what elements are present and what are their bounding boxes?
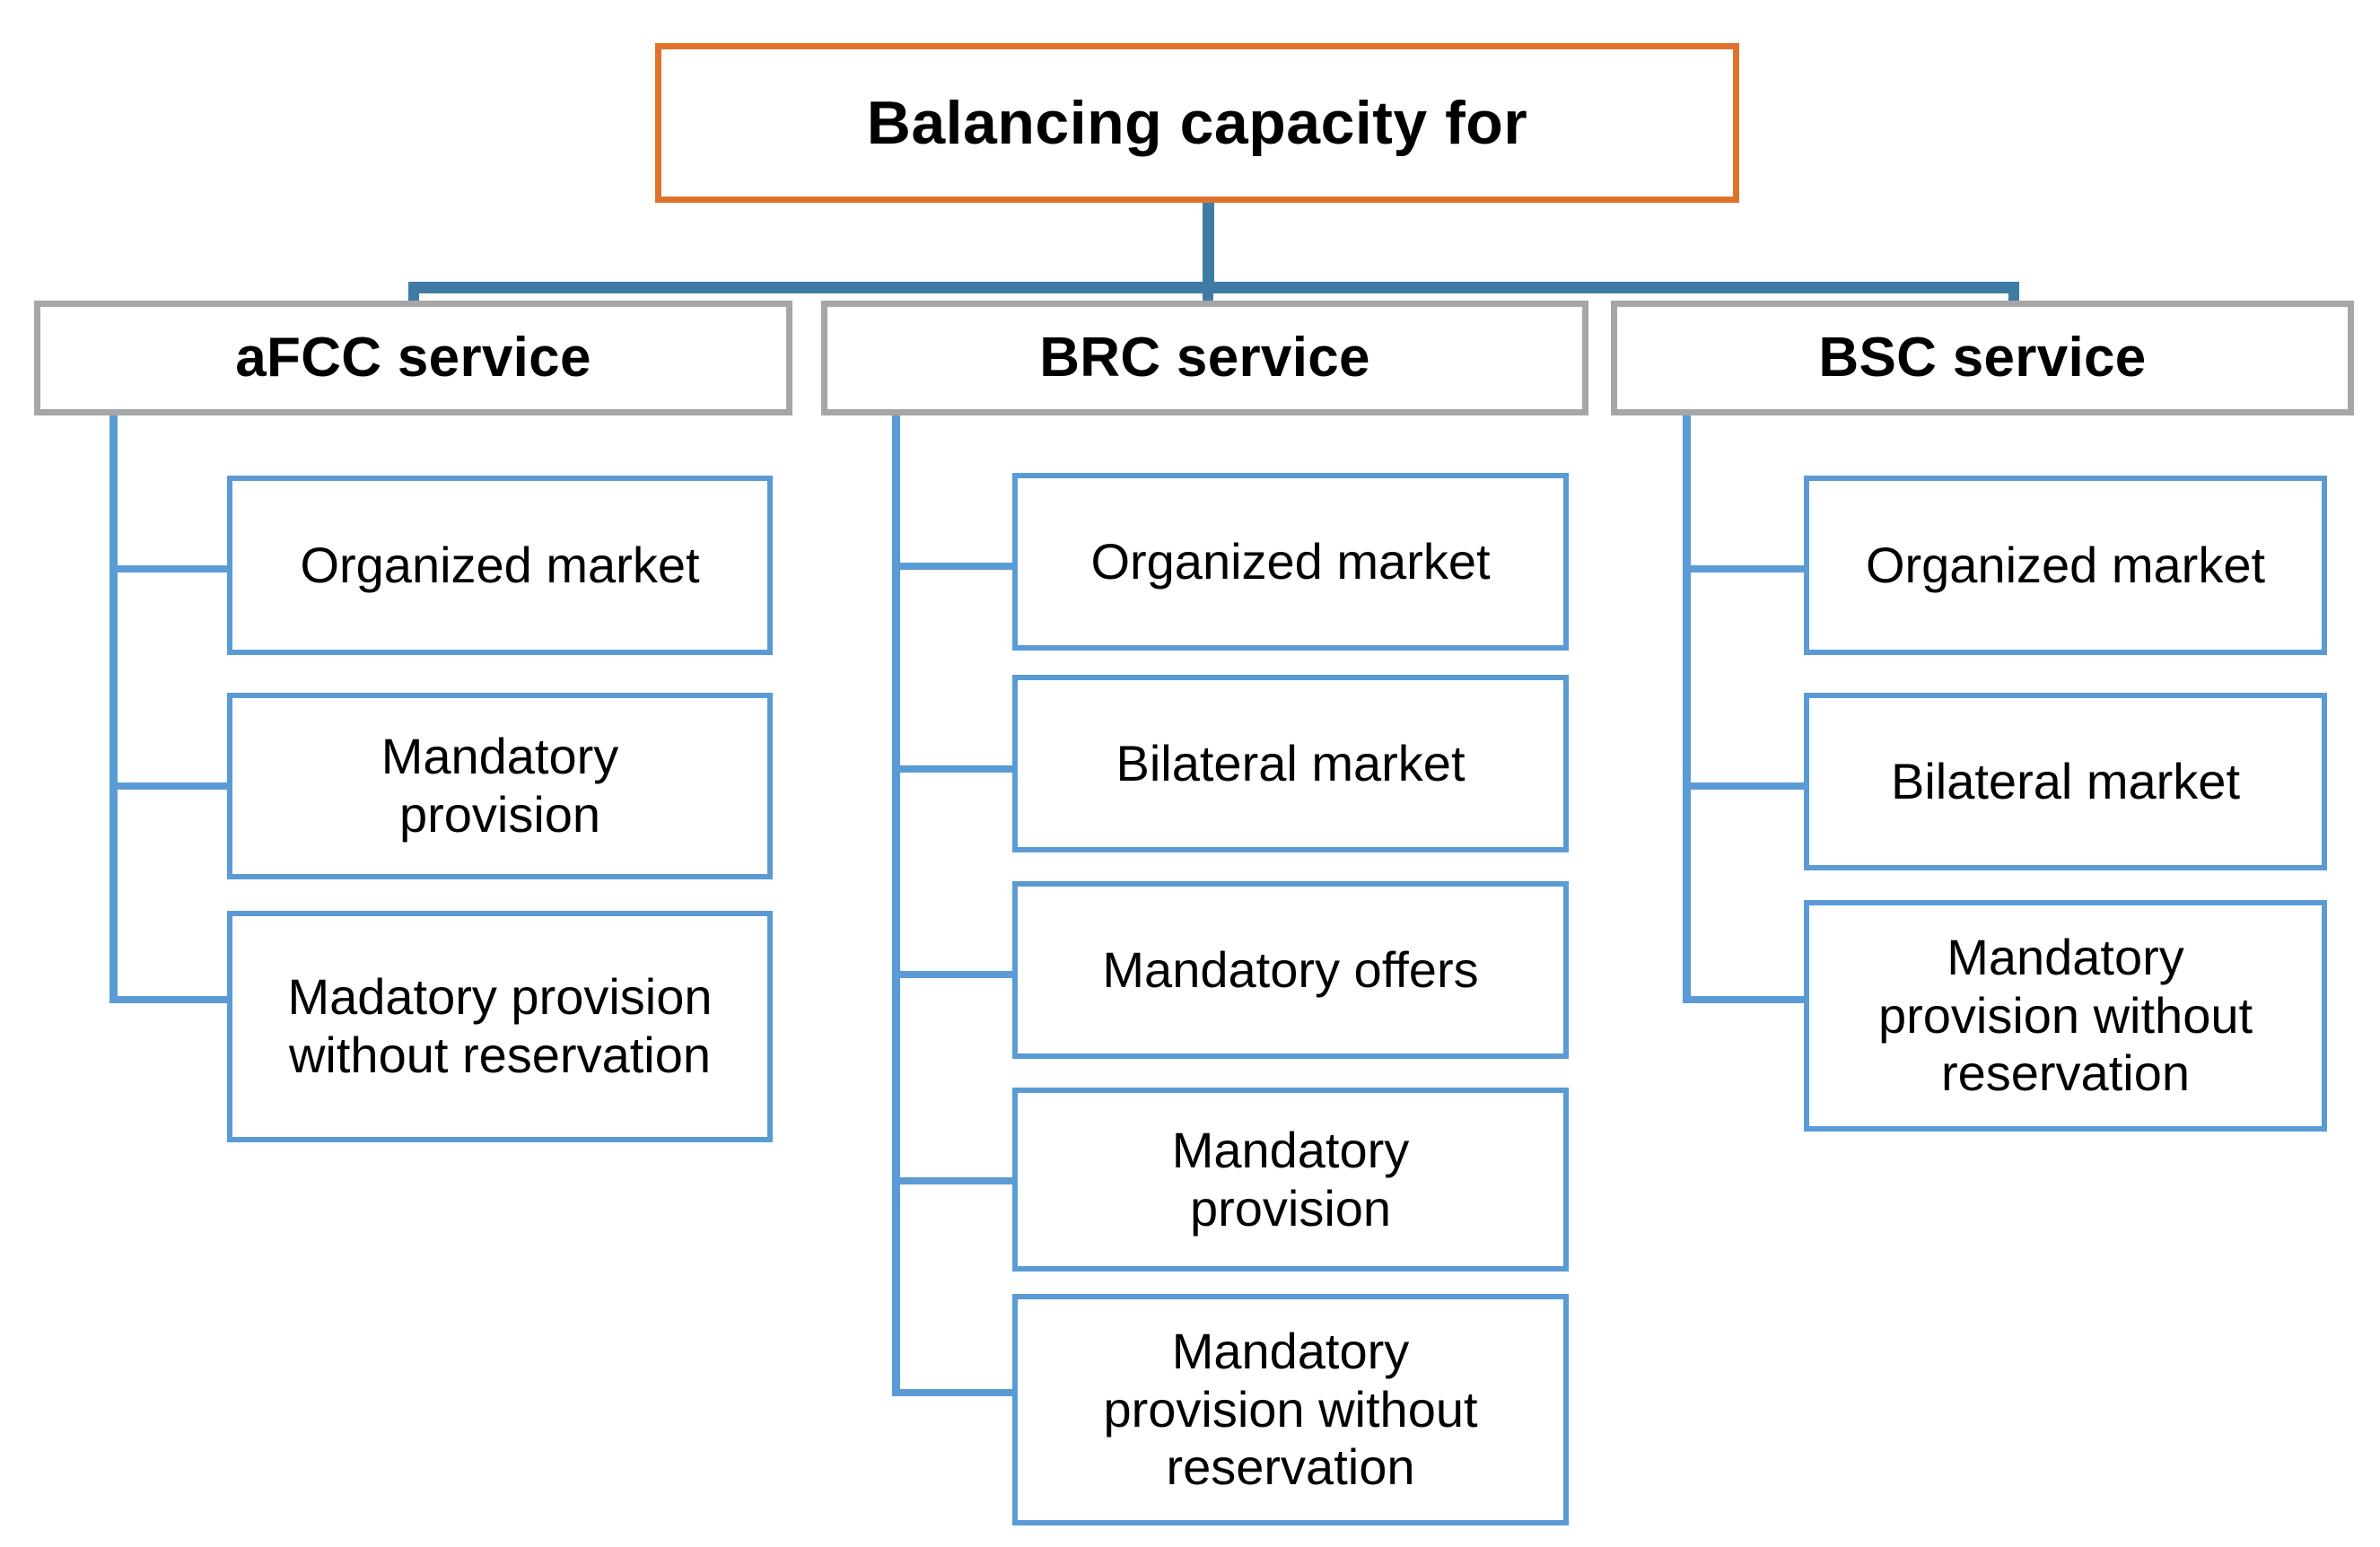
leaf-node-brc-bilateral-market: Bilateral market — [1012, 675, 1569, 852]
root-node-balancing-capacity: Balancing capacity for — [655, 43, 1739, 203]
connector-stub-brc-2 — [892, 765, 1014, 773]
leaf-node-brc-organized-market: Organized market — [1012, 473, 1569, 651]
service-node-bsc: BSC service — [1611, 301, 2354, 415]
leaf-node-bsc-mandatory-provision-without-reservation: Mandatory provision without reservation — [1804, 900, 2327, 1132]
connector-stub-brc-4 — [892, 1177, 1014, 1184]
leaf-node-brc-mandatory-provision: Mandatory provision — [1012, 1088, 1569, 1272]
connector-trunk-bsc — [1683, 415, 1691, 1003]
connector-stub-afcc-3 — [109, 996, 231, 1003]
leaf-node-bsc-organized-market: Organized market — [1804, 476, 2327, 655]
connector-stub-brc-5 — [892, 1389, 1014, 1396]
service-node-brc: BRC service — [821, 301, 1588, 415]
leaf-node-afcc-mandatory-provision: Mandatory provision — [227, 693, 773, 879]
leaf-node-brc-mandatory-provision-without-reservation: Mandatory provision without reservation — [1012, 1294, 1569, 1525]
connector-stub-bsc-1 — [1683, 565, 1807, 572]
connector-root-bus — [408, 282, 2019, 293]
connector-stub-afcc-2 — [109, 782, 231, 790]
connector-stub-bsc-2 — [1683, 782, 1807, 790]
connector-stub-bsc-3 — [1683, 996, 1807, 1003]
connector-stub-brc-1 — [892, 563, 1014, 570]
leaf-node-afcc-organized-market: Organized market — [227, 476, 773, 655]
connector-trunk-afcc — [109, 415, 118, 1003]
connector-trunk-brc — [892, 415, 900, 1395]
connector-root-stem — [1203, 203, 1214, 287]
connector-stub-afcc-1 — [109, 565, 231, 572]
leaf-node-afcc-madatory-provision-without-reservation: Madatory provision without reservation — [227, 911, 773, 1142]
leaf-node-brc-mandatory-offers: Mandatory offers — [1012, 881, 1569, 1059]
leaf-node-bsc-bilateral-market: Bilateral market — [1804, 693, 2327, 870]
service-node-afcc: aFCC service — [34, 301, 792, 415]
connector-stub-brc-3 — [892, 971, 1014, 978]
